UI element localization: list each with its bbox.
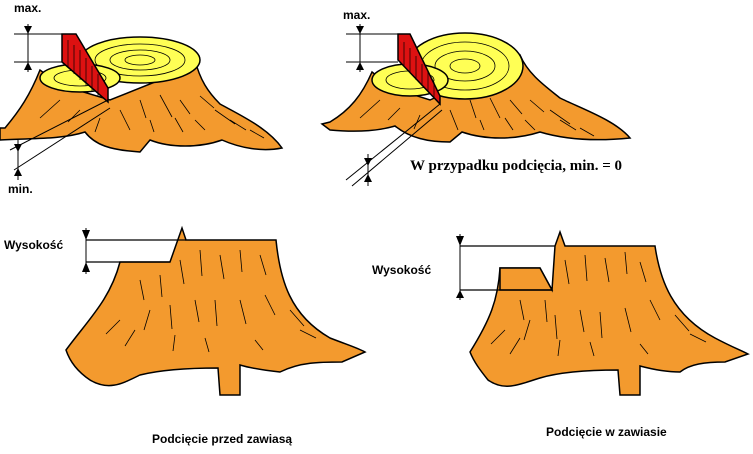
height-label-left: Wysokość [4,238,64,252]
min-label-left: min. [8,182,33,196]
max-label-right: max. [343,8,371,22]
max-label-left: max. [14,1,42,15]
stump-bottom-left [65,225,367,396]
caption-left: Podcięcie przed zawiasą [152,432,293,446]
caption-right: Podcięcie w zawiasie [546,425,667,439]
stump-top-left-body [0,58,284,153]
height-label-right: Wysokość [372,263,432,277]
stump-top-left [0,24,284,180]
stump-bottom-right [456,229,750,396]
stump-bottom-right-body [469,229,750,396]
undercut-note: W przypadku podcięcia, min. = 0 [410,158,623,174]
stump-top-right [320,24,632,187]
